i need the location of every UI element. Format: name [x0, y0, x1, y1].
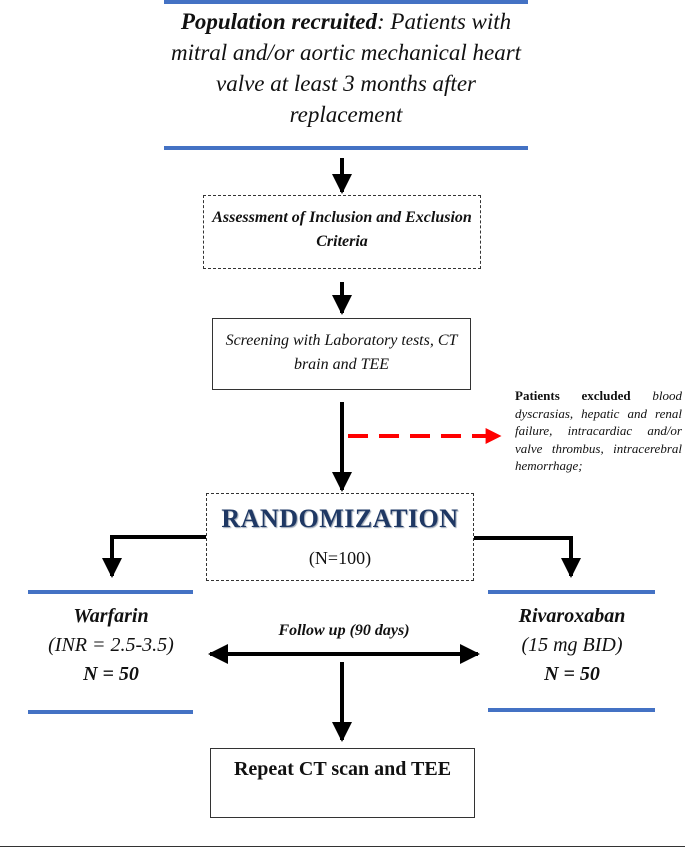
arrow-to-rivaroxaban [474, 536, 581, 578]
rivaroxaban-box: Rivaroxaban (15 mg BID) N = 50 [480, 602, 664, 689]
population-bottom-line [164, 146, 528, 150]
warfarin-box: Warfarin (INR = 2.5-3.5) N = 50 [20, 602, 202, 689]
excluded-lead: Patients excluded [515, 388, 631, 403]
warfarin-bottom-line [28, 710, 193, 714]
screening-text: Screening with Laboratory tests, CT brai… [225, 332, 458, 373]
followup-label: Follow up (90 days) [278, 622, 410, 639]
screening-box: Screening with Laboratory tests, CT brai… [212, 318, 471, 390]
rivaroxaban-n: N = 50 [544, 663, 600, 685]
population-lead: Population recruited [180, 9, 377, 34]
arrow-to-warfarin [102, 535, 206, 578]
repeat-text: Repeat CT scan and TEE [233, 758, 452, 780]
rivaroxaban-bottom-line [488, 708, 655, 712]
bottom-divider [0, 846, 685, 847]
randomization-title: RANDOMIZATION [221, 504, 459, 533]
warfarin-n: N = 50 [83, 663, 139, 685]
assessment-text: Assessment of Inclusion and Exclusion Cr… [212, 209, 472, 250]
randomization-box: RANDOMIZATION (N=100) [206, 493, 474, 581]
population-text: : Patients with mitral and/or aortic mec… [170, 9, 522, 127]
warfarin-name: Warfarin [73, 605, 149, 627]
repeat-box: Repeat CT scan and TEE [210, 748, 475, 818]
warfarin-top-line [28, 590, 193, 594]
excluded-text: blood dyscrasias, hepatic and renal fail… [515, 388, 682, 473]
rivaroxaban-detail: (15 mg BID) [521, 634, 623, 656]
population-box: Population recruited: Patients with mitr… [158, 6, 534, 130]
randomization-n: (N=100) [308, 548, 372, 568]
excluded-note: Patients excluded blood dyscrasias, hepa… [515, 387, 682, 475]
rivaroxaban-name: Rivaroxaban [518, 605, 626, 627]
rivaroxaban-top-line [488, 590, 655, 594]
population-top-line [164, 0, 528, 4]
warfarin-detail: (INR = 2.5-3.5) [48, 634, 174, 656]
assessment-box: Assessment of Inclusion and Exclusion Cr… [203, 195, 481, 269]
